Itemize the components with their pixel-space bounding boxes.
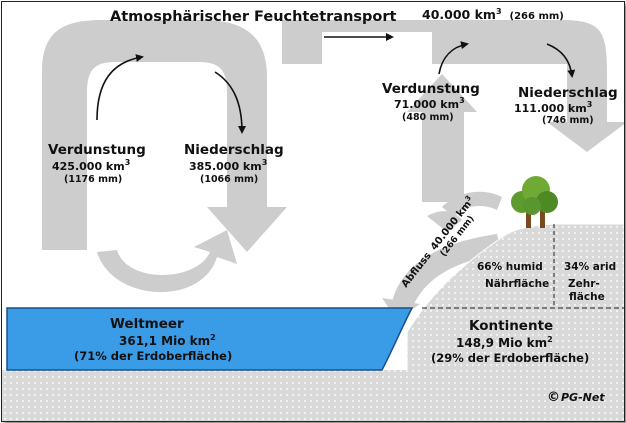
land-precipitation-curve xyxy=(546,43,576,78)
land-precipitation-label: Niederschlag xyxy=(518,85,618,101)
ocean-evaporation-value: 425.000 km3 xyxy=(52,158,130,173)
land-evaporation-mm: (480 mm) xyxy=(402,112,454,123)
land-loop-top xyxy=(432,27,567,64)
ocean-evaporation-curve xyxy=(96,54,144,121)
ocean-area: 361,1 Mio km2 xyxy=(119,333,216,348)
land-evaporation-value: 71.000 km3 xyxy=(394,96,465,111)
land-precipitation-value: 111.000 km3 xyxy=(514,100,592,115)
title: Atmosphärischer Feuchtetransport xyxy=(110,9,397,25)
land-return-arrow xyxy=(442,191,502,217)
ocean-precipitation-value: 385.000 km3 xyxy=(189,158,267,173)
ocean-label: Weltmeer xyxy=(110,316,184,332)
ocean-precipitation-label: Niederschlag xyxy=(184,142,284,158)
ocean-floor xyxy=(2,370,624,421)
land-evaporation-curve xyxy=(438,41,469,75)
arid-label: 34% arid xyxy=(564,261,616,273)
ocean-area xyxy=(6,307,414,371)
atmosphere-arrows xyxy=(42,20,624,320)
ocean-share: (71% der Erdoberfläche) xyxy=(74,349,232,363)
land-evaporation-label: Verdunstung xyxy=(382,81,480,97)
land-evaporation-arrow xyxy=(407,74,477,202)
copyright-icon: © xyxy=(547,390,560,405)
ocean-precipitation-curve xyxy=(214,71,246,134)
arid-sublabel-1: Zehr- xyxy=(568,278,600,290)
tree-icon xyxy=(511,176,558,228)
ocean-evaporation-mm: (1176 mm) xyxy=(64,174,122,185)
runoff-arrow xyxy=(392,234,502,304)
transport-value: 40.000 km3(266 mm) xyxy=(422,7,564,22)
continents-label: Kontinente xyxy=(469,318,553,334)
ocean-return-arrow xyxy=(97,230,237,293)
continents-area: 148,9 Mio km2 xyxy=(456,335,553,350)
arid-sublabel-2: fläche xyxy=(569,291,605,303)
land-precipitation-mm: (746 mm) xyxy=(542,115,594,126)
ocean-evaporation-label: Verdunstung xyxy=(48,142,146,158)
ocean-loop-arrow xyxy=(42,20,287,252)
ocean-precipitation-mm: (1066 mm) xyxy=(200,174,258,185)
credit-label: PG-Net xyxy=(561,391,605,404)
humid-sublabel: Nährfläche xyxy=(485,278,549,290)
humid-label: 66% humid xyxy=(477,261,543,273)
continents-share: (29% der Erdoberfläche) xyxy=(431,351,589,365)
